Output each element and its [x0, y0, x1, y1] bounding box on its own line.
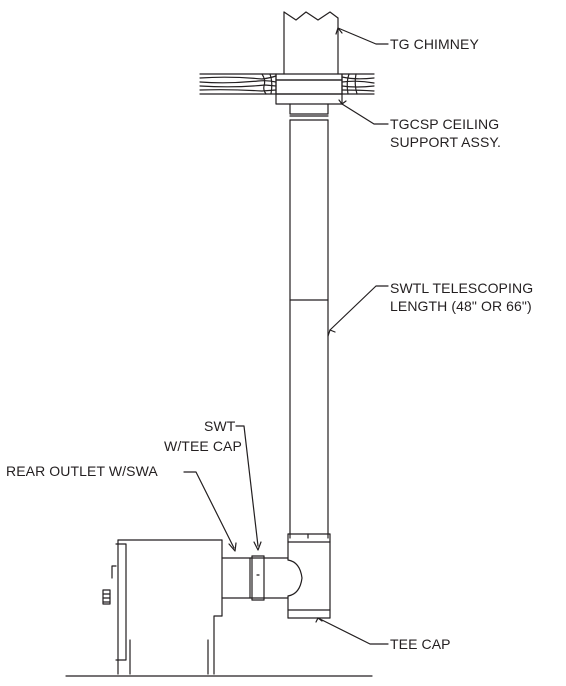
ceiling-support-assembly	[275, 73, 343, 121]
stove	[102, 539, 223, 675]
label-rear-outlet: REAR OUTLET W/SWA	[6, 463, 158, 479]
telescoping-length	[289, 119, 329, 539]
label-telescoping-line-2: LENGTH (48" OR 66")	[390, 298, 532, 314]
ceiling-section-right	[341, 73, 375, 95]
label-ceiling-support-line-2: SUPPORT ASSY.	[390, 134, 502, 150]
horizontal-connector	[221, 555, 303, 601]
label-ceiling-support-line-1: TGCSP CEILING	[390, 116, 500, 132]
leader-lines	[183, 27, 389, 645]
ceiling-section-left	[199, 73, 277, 95]
tg-chimney	[283, 11, 339, 75]
label-tg-chimney: TG CHIMNEY	[390, 36, 479, 52]
label-telescoping-line-1: SWTL TELESCOPING	[390, 280, 534, 296]
label-swt-line-2: W/TEE CAP	[164, 438, 242, 454]
label-tee-cap: TEE CAP	[390, 636, 451, 652]
label-swt-line-1: SWT	[204, 418, 236, 434]
tee-section	[287, 533, 331, 619]
